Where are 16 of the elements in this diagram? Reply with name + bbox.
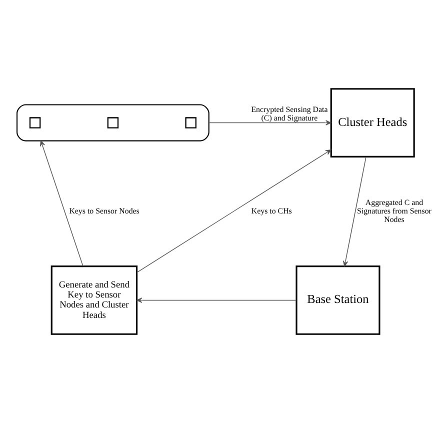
arrow <box>136 297 297 302</box>
node-box <box>107 116 119 128</box>
edge-label: Keys to Sensor Nodes <box>69 206 140 216</box>
arrow <box>136 148 332 272</box>
arrow <box>208 120 332 125</box>
node-box: Generate and Send Key to Sensor Nodes and Cluster Heads <box>50 265 138 334</box>
node-box: Cluster Heads <box>330 88 415 157</box>
arrow <box>40 140 84 266</box>
node-box <box>29 116 41 128</box>
edge-label: Aggregated C and Signatures from Sensor Nodes <box>357 197 432 224</box>
node-box <box>185 116 196 128</box>
edge-label: Keys to CHs <box>251 206 292 216</box>
edge-label: Encrypted Sensing Data (C) and Signature <box>251 104 328 122</box>
cluster <box>16 104 210 141</box>
node-box: Base Station <box>296 265 380 334</box>
arrow <box>342 156 366 266</box>
